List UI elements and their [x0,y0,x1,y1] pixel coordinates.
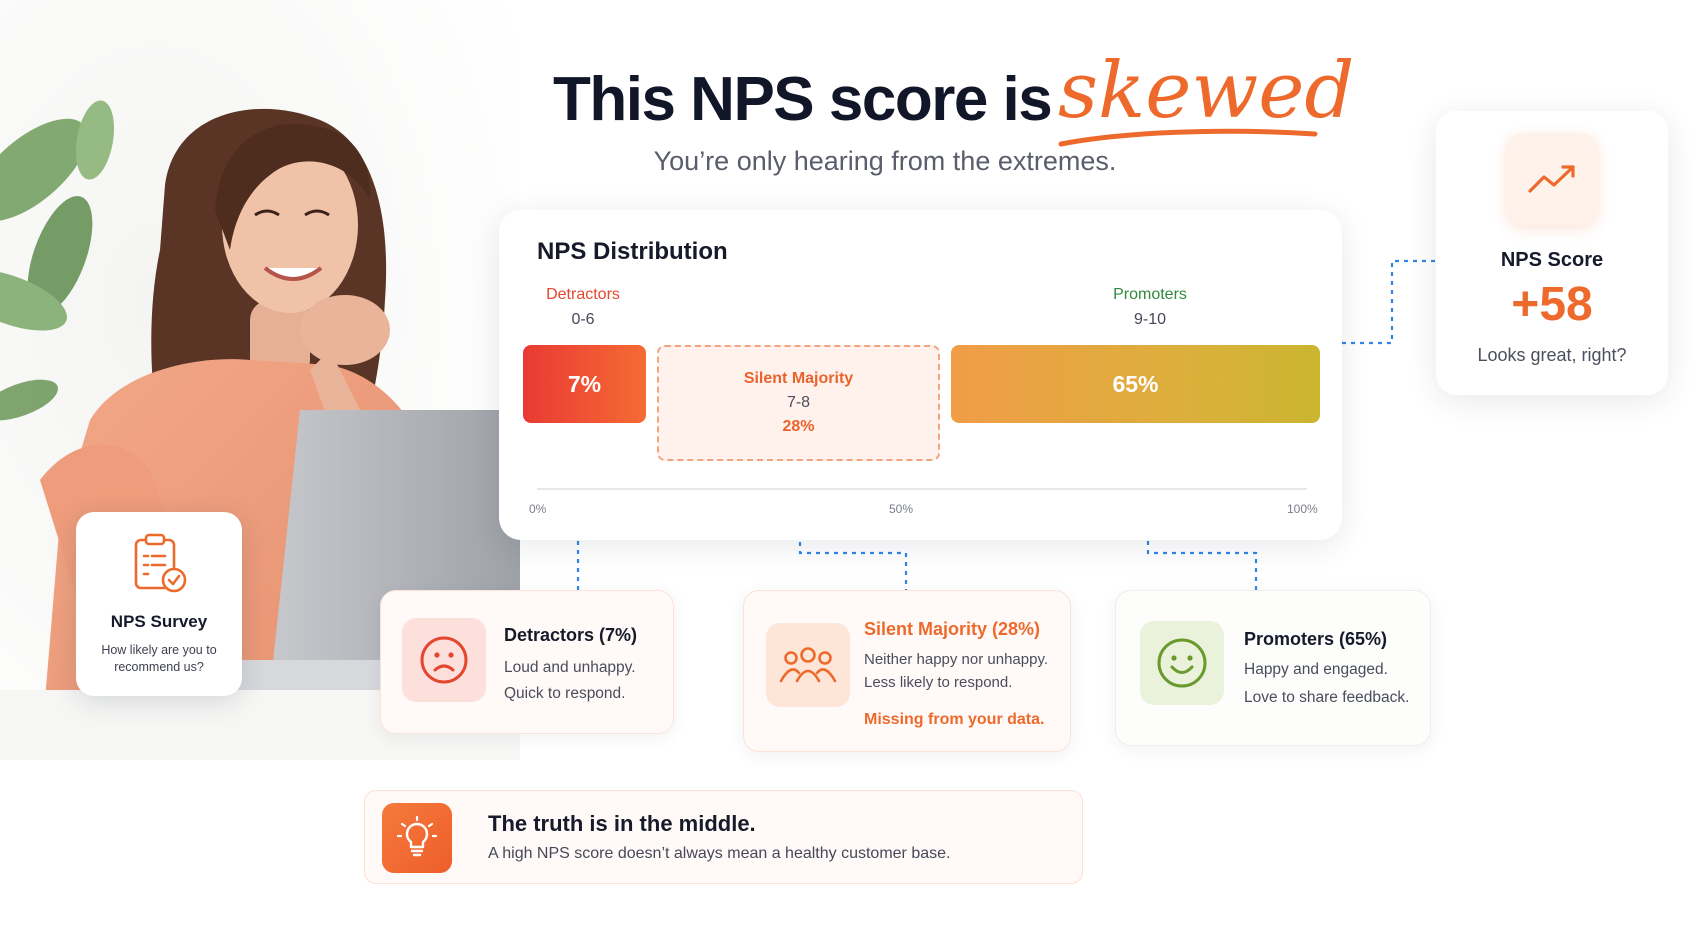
score-connector [1342,259,1436,345]
promoters-range: 9-10 [1133,311,1167,328]
detractors-line1: Loud and unhappy. [504,659,636,676]
silent-label: Silent Majority [743,370,854,387]
sad-face-icon [402,618,486,702]
bar-promoters: 65% [951,345,1320,423]
silent-value: 28% [782,418,815,435]
silent-line1: Neither happy nor unhappy. [864,651,1049,668]
truth-heading: The truth is in the middle. [488,811,756,836]
silent-warning: Missing from your data. [864,711,1045,728]
page-title: This NPS score is skewed [553,46,1373,147]
x-axis [537,488,1307,490]
promoters-card: Promoters (65%) Happy and engaged. Love … [1115,590,1431,746]
bar-detractors: 7% [523,345,646,423]
silent-heading: Silent Majority (28%) [864,619,1041,639]
clipboard-check-icon [132,532,188,599]
happy-face-icon [1140,621,1224,705]
people-group-icon [766,623,850,707]
nps-survey-card: NPS Survey How likely are you to recomme… [76,512,242,696]
tick-50: 50% [889,502,914,516]
score-value: +58 [1511,278,1593,331]
bar-promoters-value: 65% [1112,370,1159,397]
page-subtitle: You’re only hearing from the extremes. [653,146,1117,176]
underline-swoosh [1058,128,1318,147]
silent-range: 7-8 [786,394,811,411]
survey-question: How likely are you to recommend us? [101,643,217,674]
detractors-label: Detractors [546,286,620,303]
score-note: Looks great, right? [1477,345,1627,365]
promoters-label: Promoters [1113,286,1187,303]
detractors-line2: Quick to respond. [504,685,626,702]
nps-distribution-card: NPS Distribution Detractors 0-6 Promoter… [499,210,1342,540]
promoters-heading: Promoters (65%) [1244,629,1388,649]
detractors-range: 0-6 [571,311,595,328]
truth-text: A high NPS score doesn’t always mean a h… [488,845,951,862]
detractors-card: Detractors (7%) Loud and unhappy. Quick … [380,590,674,734]
silent-majority-card: Silent Majority (28%) Neither happy nor … [743,590,1071,752]
title-accent: skewed [1058,46,1355,136]
lightbulb-icon [382,803,452,873]
distribution-title: NPS Distribution [537,238,728,265]
tick-0: 0% [529,502,547,516]
survey-title: NPS Survey [110,612,208,631]
bar-detractors-value: 7% [567,370,602,397]
tick-100: 100% [1287,502,1318,516]
score-title: NPS Score [1500,249,1604,271]
silent-line2: Less likely to respond. [864,674,1013,691]
truth-banner: The truth is in the middle. A high NPS s… [364,790,1083,884]
detractors-heading: Detractors (7%) [504,625,638,645]
promoters-line2: Love to share feedback. [1244,689,1410,706]
trend-up-icon [1506,133,1598,225]
nps-score-card: NPS Score +58 Looks great, right? [1436,111,1668,395]
title-main: This NPS score is [553,65,1053,134]
promoters-line1: Happy and engaged. [1244,661,1388,678]
bar-silent-majority: Silent Majority 7-8 28% [657,345,940,461]
